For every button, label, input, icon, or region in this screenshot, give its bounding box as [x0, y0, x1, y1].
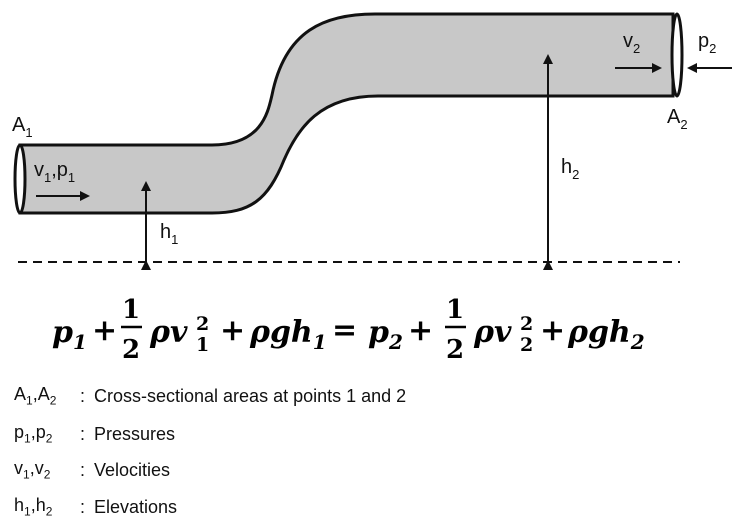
outlet-opening	[670, 12, 684, 98]
legend-description: Elevations	[94, 496, 178, 517]
inlet-opening	[13, 143, 27, 215]
label-v1-p1: v1,p1	[34, 159, 75, 185]
svg-text:2: 2	[446, 335, 464, 365]
legend-symbol: p1,p2	[14, 422, 53, 446]
legend-row-velocities: v1,v2 : Velocities	[14, 457, 170, 483]
svg-text:ρv: ρv	[149, 315, 188, 350]
svg-text:ρgh2: ρgh2	[567, 315, 645, 354]
svg-text:2: 2	[122, 335, 140, 365]
legend-row-areas: A1,A2 : Cross-sectional areas at points …	[14, 383, 406, 409]
svg-text:1: 1	[122, 295, 140, 325]
svg-text:+: +	[220, 313, 245, 348]
svg-text:+: +	[92, 313, 117, 348]
svg-text:p1: p1	[52, 315, 87, 354]
legend-row-pressures: p1,p2 : Pressures	[14, 421, 175, 447]
label-A1: A1	[12, 114, 33, 140]
label-v2: v2	[623, 30, 640, 56]
legend-symbol: v1,v2	[14, 458, 51, 482]
pipe	[18, 12, 675, 215]
legend-symbol: h1,h2	[14, 495, 53, 519]
svg-text:1: 1	[446, 295, 464, 325]
legend-colon: :	[80, 496, 86, 517]
svg-text:p2: p2	[368, 315, 403, 354]
svg-text:+: +	[408, 313, 433, 348]
legend-description: Velocities	[94, 459, 171, 480]
svg-text:+: +	[540, 313, 565, 348]
svg-text:2: 2	[520, 313, 533, 335]
legend-colon: :	[80, 423, 86, 444]
legend-symbol: A1,A2	[14, 384, 57, 408]
legend-description: Pressures	[94, 423, 176, 444]
svg-text:1: 1	[196, 334, 209, 356]
legend-colon: :	[80, 385, 86, 406]
svg-text:ρv: ρv	[473, 315, 512, 350]
bernoulli-equation: p1 + 1 2 ρv 2 1 + ρgh1 = p2 + 1 2 ρv 2 2…	[52, 295, 645, 365]
svg-text:=: =	[332, 313, 357, 348]
label-h1: h1	[160, 221, 178, 247]
label-A2: A2	[667, 106, 688, 132]
label-p2: p2	[698, 30, 716, 56]
svg-text:2: 2	[196, 313, 209, 335]
svg-text:ρgh1: ρgh1	[249, 315, 327, 354]
legend-description: Cross-sectional areas at points 1 and 2	[94, 385, 407, 406]
legend-row-elevations: h1,h2 : Elevations	[14, 494, 177, 520]
svg-text:2: 2	[520, 334, 533, 356]
legend-colon: :	[80, 459, 86, 480]
label-h2: h2	[561, 156, 579, 182]
